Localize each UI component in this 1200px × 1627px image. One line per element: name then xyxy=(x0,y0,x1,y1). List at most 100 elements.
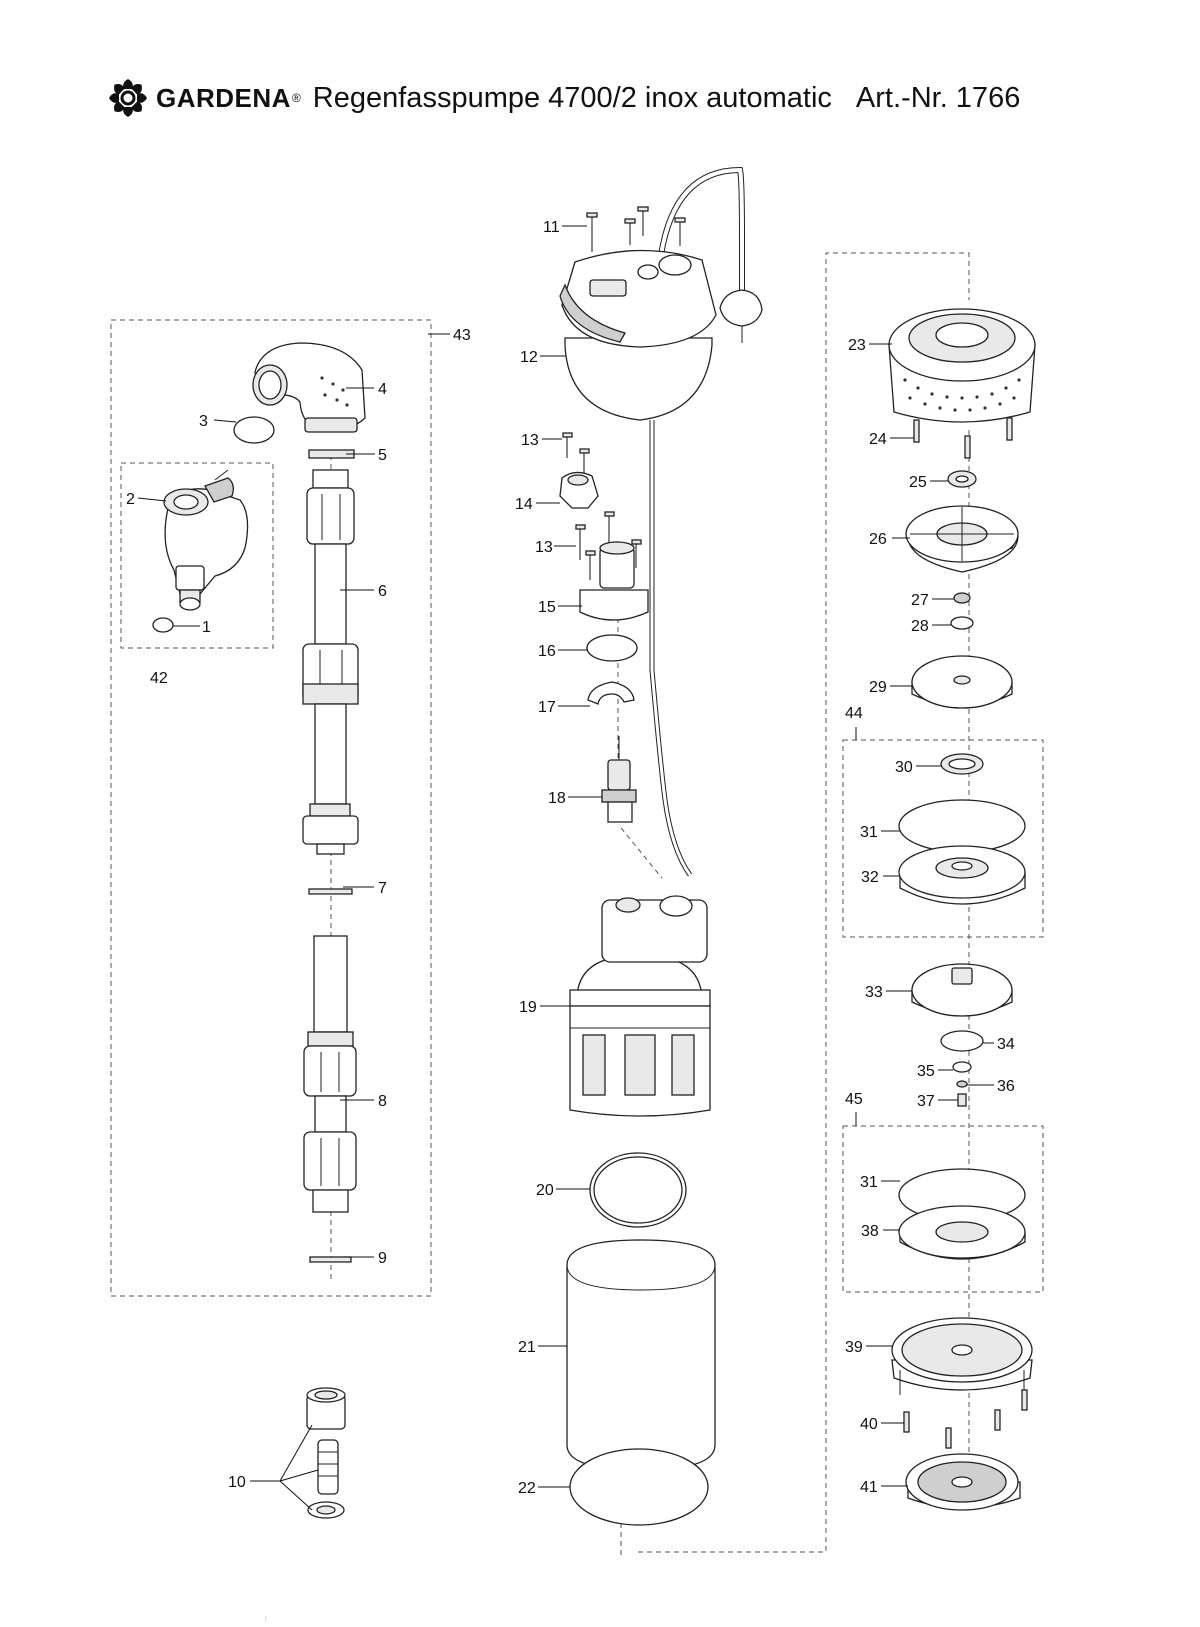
assembly-45-box xyxy=(842,1125,1044,1293)
part-38-stage-housing xyxy=(898,1205,1026,1260)
part-23-strainer-housing xyxy=(888,308,1036,423)
part-28-washer xyxy=(950,616,974,630)
part-31a-o-ring xyxy=(898,799,1026,853)
part-33-impeller xyxy=(911,963,1013,1017)
label-34: 34 xyxy=(997,1036,1015,1053)
label-12: 12 xyxy=(520,349,538,366)
label-16: 16 xyxy=(538,643,556,660)
part-29-impeller-disc xyxy=(911,655,1013,709)
label-39: 39 xyxy=(845,1339,863,1356)
part-26-impeller-cover xyxy=(905,505,1019,573)
part-21-inox-sleeve xyxy=(566,1239,716,1471)
product-title: Regenfasspumpe 4700/2 inox automatic xyxy=(312,81,832,114)
part-13-screws-upper xyxy=(562,432,590,475)
label-17: 17 xyxy=(538,699,556,716)
label-38: 38 xyxy=(861,1223,879,1240)
part-13-screws-lower xyxy=(575,511,642,580)
label-7: 7 xyxy=(378,880,387,897)
part-9-seal xyxy=(309,1256,352,1263)
label-43: 43 xyxy=(453,327,471,344)
part-39-base-housing xyxy=(891,1317,1033,1395)
label-3: 3 xyxy=(199,413,208,430)
label-18: 18 xyxy=(548,790,566,807)
part-15-check-valve-housing xyxy=(579,541,649,621)
label-13b: 13 xyxy=(535,539,553,556)
assembly-42-box xyxy=(120,462,274,649)
part-18-valve-insert xyxy=(601,736,637,823)
label-20: 20 xyxy=(536,1182,554,1199)
label-1: 1 xyxy=(202,619,211,636)
label-21: 21 xyxy=(518,1339,536,1356)
part-36-nut xyxy=(956,1080,968,1088)
part-3-o-ring xyxy=(233,416,275,444)
part-12-pump-head xyxy=(559,166,763,421)
label-22: 22 xyxy=(518,1480,536,1497)
label-37: 37 xyxy=(917,1093,935,1110)
part-27-clip xyxy=(953,592,971,604)
label-2: 2 xyxy=(126,491,135,508)
label-4: 4 xyxy=(378,381,387,398)
part-16-o-ring xyxy=(586,634,638,662)
assembly-44-box xyxy=(842,739,1044,938)
right-column-guide xyxy=(638,252,970,1553)
label-41: 41 xyxy=(860,1479,878,1496)
label-13a: 13 xyxy=(521,432,539,449)
label-8: 8 xyxy=(378,1093,387,1110)
label-9: 9 xyxy=(378,1250,387,1267)
part-10-hose-adapter-set xyxy=(306,1387,346,1519)
article-number: Art.-Nr. 1766 xyxy=(855,81,1021,114)
part-40-screws xyxy=(903,1389,1028,1449)
part-6-telescopic-pipe xyxy=(302,469,359,855)
part-1-washer xyxy=(152,617,174,633)
label-35: 35 xyxy=(917,1063,935,1080)
part-8-extension-pipe xyxy=(303,935,357,1213)
part-19-motor-housing xyxy=(569,895,711,1117)
part-7-seal xyxy=(308,888,353,895)
part-2-valve-connector xyxy=(163,469,249,611)
label-23: 23 xyxy=(848,337,866,354)
part-22-seal-ring xyxy=(569,1448,709,1526)
label-31a: 31 xyxy=(860,824,878,841)
part-number-labels: 43 4 3 5 2 6 1 42 7 8 9 10 11 12 13 14 1… xyxy=(126,219,1015,1622)
label-19: 19 xyxy=(519,999,537,1016)
label-11: 11 xyxy=(543,219,560,236)
label-36: 36 xyxy=(997,1078,1015,1095)
part-4-hose-elbow xyxy=(252,342,366,433)
part-34-o-ring xyxy=(940,1030,984,1052)
label-15: 15 xyxy=(538,599,556,616)
label-14: 14 xyxy=(515,496,533,513)
registered-mark: ® xyxy=(291,91,301,105)
gardena-logo-icon xyxy=(109,79,147,117)
leader-lines xyxy=(137,225,994,1511)
label-29: 29 xyxy=(869,679,887,696)
label-5: 5 xyxy=(378,447,387,464)
part-35-washer xyxy=(952,1061,972,1073)
label-10: 10 xyxy=(228,1474,246,1491)
label-45: 45 xyxy=(845,1091,863,1108)
part-41-inlet-filter xyxy=(905,1453,1021,1511)
label-25: 25 xyxy=(909,474,927,491)
page-header: GARDENA® Regenfasspumpe 4700/2 inox auto… xyxy=(108,78,1020,118)
label-32: 32 xyxy=(861,869,879,886)
label-33: 33 xyxy=(865,984,883,1001)
label-42: 42 xyxy=(150,670,168,687)
label-26: 26 xyxy=(869,531,887,548)
label-44: 44 xyxy=(845,705,863,722)
part-24-screws xyxy=(913,417,1013,459)
label-31b: 31 xyxy=(860,1174,878,1191)
label-40: 40 xyxy=(860,1416,878,1433)
label-24: 24 xyxy=(869,431,887,448)
label-27: 27 xyxy=(911,592,929,609)
label-28: 28 xyxy=(911,618,929,635)
assembly-43-box xyxy=(110,319,432,1297)
footer-mark: ⋮ xyxy=(263,1615,269,1622)
label-6: 6 xyxy=(378,583,387,600)
part-11-screws xyxy=(586,206,686,252)
brand-name: GARDENA xyxy=(156,82,291,113)
part-14-clamp xyxy=(559,471,599,509)
part-17-half-ring xyxy=(587,681,635,705)
part-37-screw xyxy=(957,1093,967,1107)
label-30: 30 xyxy=(895,759,913,776)
part-32-pump-stage xyxy=(898,845,1026,905)
